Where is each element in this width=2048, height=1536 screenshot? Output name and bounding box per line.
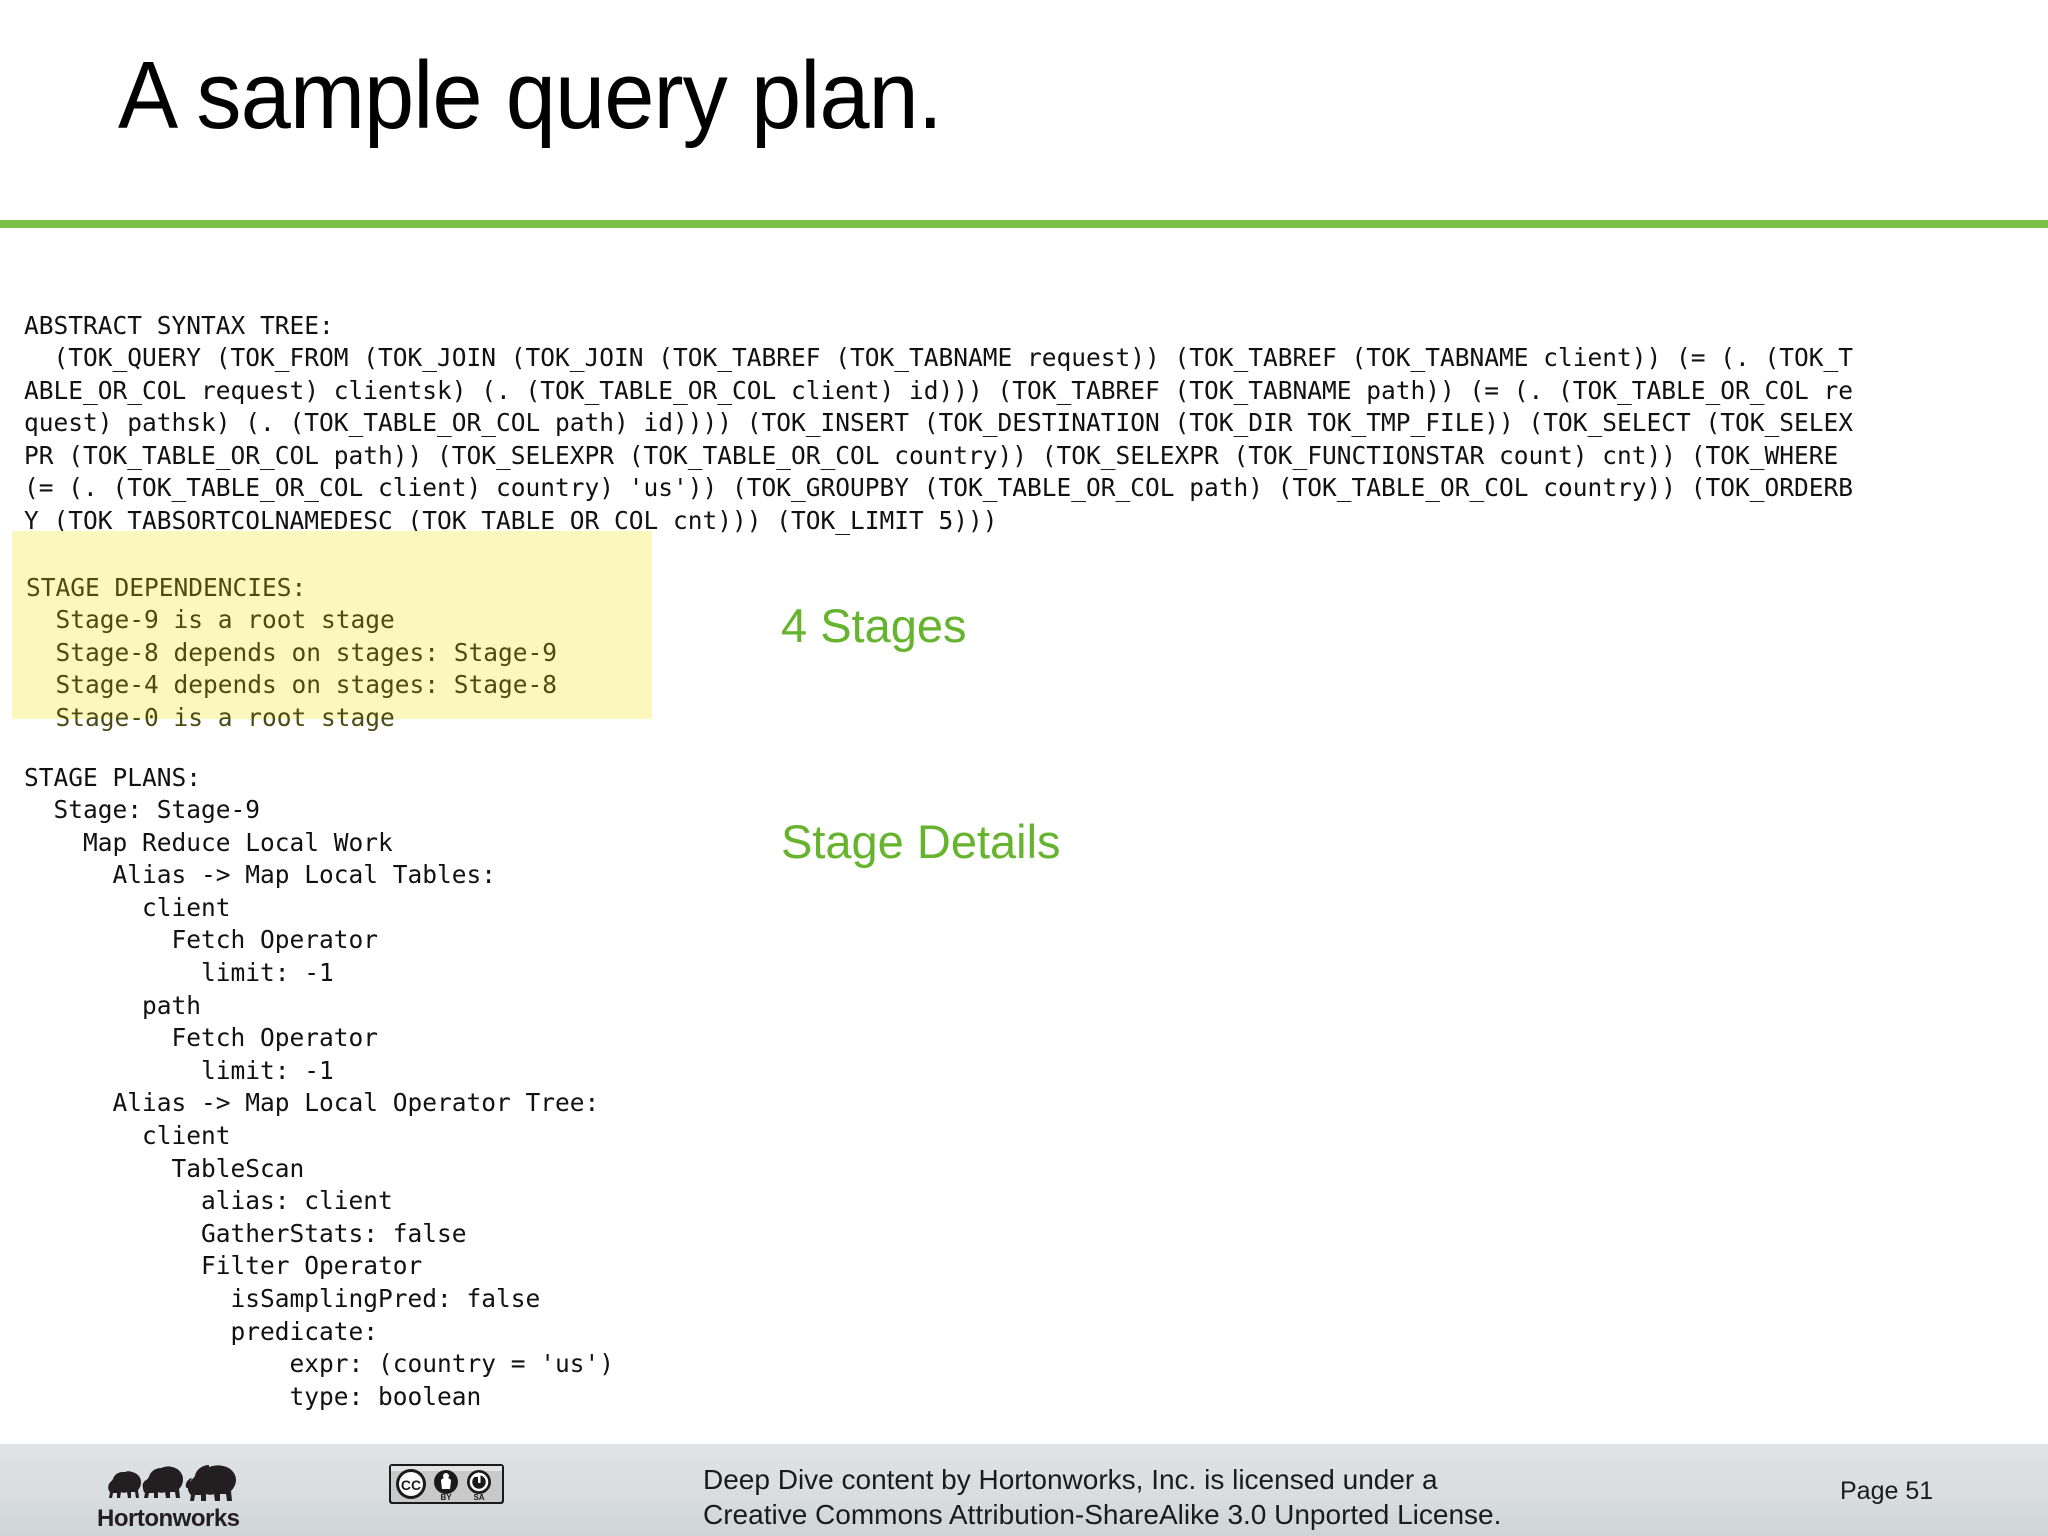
svg-text:SA: SA [473, 1493, 484, 1502]
title-divider-rule [0, 220, 2048, 228]
hortonworks-wordmark: Hortonworks [97, 1505, 240, 1530]
page-title: A sample query plan. [118, 42, 943, 149]
creative-commons-badge: CC BY SA [389, 1464, 504, 1504]
svg-text:BY: BY [440, 1493, 452, 1502]
abstract-syntax-tree-code: ABSTRACT SYNTAX TREE: (TOK_QUERY (TOK_FR… [24, 310, 1854, 535]
annotation-four-stages: 4 Stages [781, 599, 967, 652]
stage-plans-code: STAGE PLANS: Stage: Stage-9 Map Reduce L… [24, 762, 615, 1411]
three-elephants-icon: Hortonworks [97, 1465, 240, 1530]
page-number: Page 51 [1840, 1477, 1934, 1505]
annotation-stage-details: Stage Details [781, 815, 1061, 868]
creative-commons-by-sa-icon: CC BY SA [389, 1464, 504, 1504]
license-text: Deep Dive content by Hortonworks, Inc. i… [703, 1464, 1502, 1530]
stage-dependencies-highlight: STAGE DEPENDENCIES: Stage-9 is a root st… [12, 531, 652, 732]
svg-text:CC: CC [401, 1477, 421, 1493]
stage-dependencies-code: STAGE DEPENDENCIES: Stage-9 is a root st… [26, 572, 558, 732]
footer-bar [0, 1444, 2048, 1536]
hortonworks-logo: Hortonworks [95, 1460, 285, 1530]
